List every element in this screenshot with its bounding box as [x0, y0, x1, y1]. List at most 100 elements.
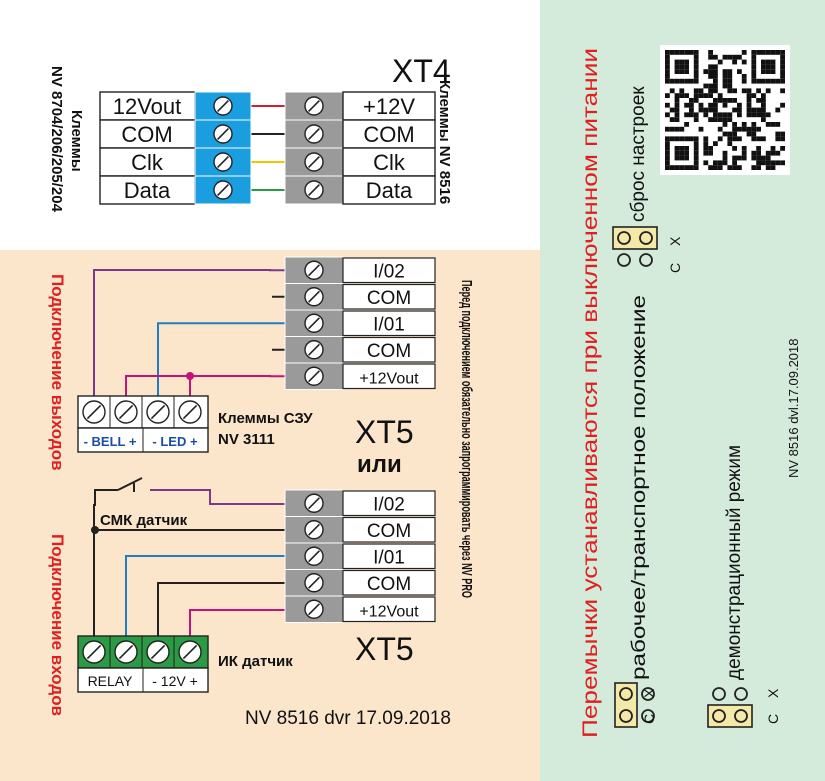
screw-slot	[217, 156, 229, 168]
wire-com-ik	[157, 582, 285, 636]
xt4-right-caption: Клеммы NV 8516	[436, 80, 453, 204]
qr-module	[665, 165, 670, 170]
xt5b-label: +12Vout	[359, 603, 419, 620]
wires	[91, 105, 285, 636]
screw-terminal-icon	[304, 152, 324, 172]
xt4-right-cell	[342, 91, 436, 121]
qr-module	[669, 136, 675, 142]
qr-module	[761, 102, 766, 108]
qr-module	[746, 88, 752, 94]
jumper-pin	[641, 687, 655, 701]
screw-terminal-icon	[114, 400, 138, 424]
wire-i01	[125, 555, 285, 636]
qr-module	[780, 88, 785, 94]
qr-module	[727, 165, 733, 170]
qr-module	[679, 59, 685, 65]
qr-module	[732, 88, 737, 94]
qr-module	[708, 107, 713, 113]
qr-module	[693, 93, 699, 98]
qr-module	[689, 78, 694, 84]
qr-module	[665, 155, 670, 161]
screw-slot	[308, 603, 320, 616]
qr-module	[713, 107, 718, 113]
qr-module	[684, 150, 689, 156]
qr-module	[689, 98, 694, 103]
qr-module	[708, 150, 713, 156]
qr-module	[732, 160, 737, 166]
qr-module	[737, 136, 742, 142]
qr-module	[665, 160, 670, 166]
qr-module	[751, 59, 757, 65]
xt5b-cell	[342, 516, 436, 543]
jumper-pin	[617, 253, 631, 267]
screw-terminal-icon	[304, 260, 324, 280]
qr-module	[679, 165, 685, 170]
warning-line: Перед подключением обязательно запрограм…	[458, 280, 475, 598]
qr-module	[708, 117, 713, 122]
qr-module	[669, 50, 675, 55]
screw-slot	[182, 404, 198, 420]
qr-module	[780, 131, 785, 137]
qr-module	[693, 112, 699, 118]
qr-module	[703, 141, 709, 146]
jumper-cap	[612, 226, 658, 250]
screw-slot	[308, 497, 320, 510]
jumper-cap	[707, 704, 753, 728]
jumper-pin	[641, 709, 655, 723]
xt4-left-cell	[99, 175, 196, 205]
screw-terminal-icon	[304, 599, 324, 619]
xt5a-cell	[342, 257, 436, 284]
screw-slot	[217, 100, 229, 112]
qr-module	[761, 117, 766, 122]
x-label-working: X	[641, 688, 657, 698]
screw-terminal-icon	[304, 520, 324, 540]
qr-module	[756, 160, 761, 166]
qr-module	[770, 150, 776, 156]
qr-module	[761, 50, 766, 55]
screw-slot	[308, 100, 320, 112]
wire-bell-minus	[93, 269, 285, 396]
qr-module	[751, 93, 757, 98]
jumper-pin	[712, 709, 726, 723]
qr-module	[713, 112, 718, 118]
qr-module	[751, 107, 757, 113]
xt4-right-label: +12V	[363, 94, 415, 119]
qr-module	[775, 122, 781, 127]
c-label-reset: C	[667, 263, 683, 273]
qr-module	[761, 59, 766, 65]
qr-module	[674, 155, 680, 161]
qr-module	[669, 165, 675, 170]
screw-terminal-icon	[304, 287, 324, 307]
qr-module	[722, 83, 728, 89]
qr-module	[693, 54, 699, 60]
qr-module	[727, 141, 733, 146]
qr-module	[665, 112, 670, 118]
qr-module	[698, 88, 704, 94]
qr-module	[665, 54, 670, 60]
qr-module	[693, 146, 699, 151]
qr-module	[665, 78, 670, 84]
qr-module	[698, 102, 704, 108]
qr-module	[717, 126, 723, 132]
qr-module	[751, 136, 757, 142]
qr-module	[684, 136, 689, 142]
jumper-icon	[707, 687, 753, 728]
qr-module	[756, 112, 761, 118]
qr-module	[741, 74, 747, 79]
qr-module	[727, 78, 733, 84]
xt5a-label: +12Vout	[359, 370, 419, 387]
qr-module	[708, 50, 713, 55]
qr-module	[684, 102, 689, 108]
qr-module	[698, 126, 704, 132]
qr-module	[689, 107, 694, 113]
qr-module	[713, 88, 718, 94]
qr-module	[770, 64, 776, 70]
qr-module	[708, 88, 713, 94]
qr-module	[713, 117, 718, 122]
qr-module	[665, 93, 670, 98]
screw-slot	[217, 184, 229, 196]
qr-module	[722, 102, 728, 108]
qr-module	[703, 107, 709, 113]
qr-module	[722, 160, 728, 166]
